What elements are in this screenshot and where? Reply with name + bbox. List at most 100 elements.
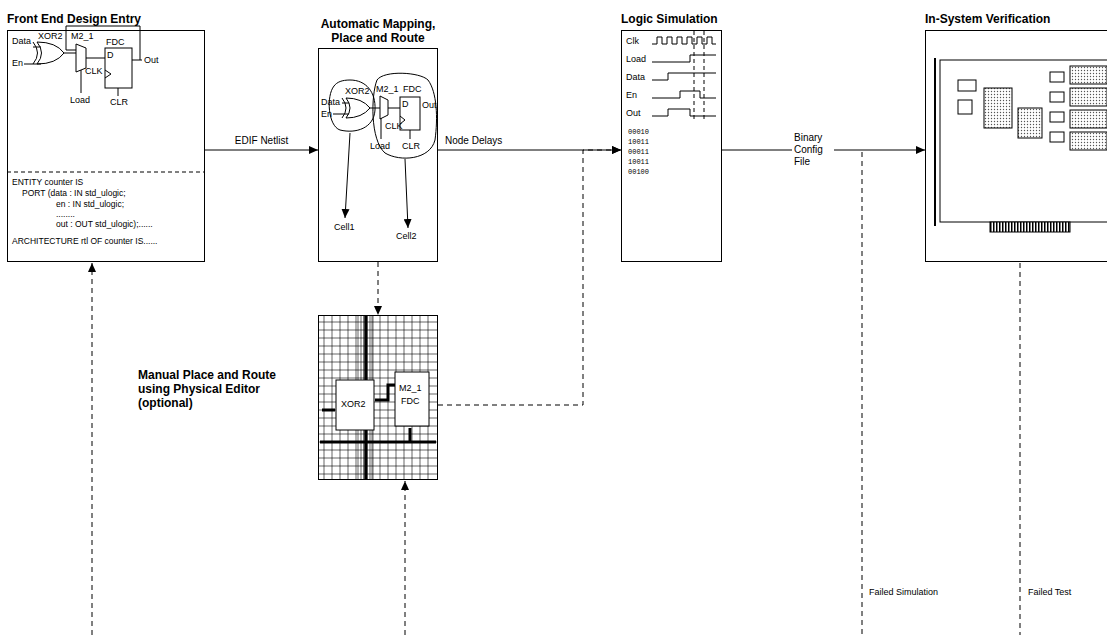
- circuit-board: [990, 222, 1070, 232]
- mapped-schematic: [342, 98, 346, 118]
- circuit-board: [1070, 132, 1107, 150]
- front-schematic: [37, 42, 64, 64]
- front-schematic: [7, 172, 205, 173]
- cell-name: M2_1: [376, 84, 399, 95]
- stage-heading: Automatic Mapping, Place and Route: [308, 17, 448, 45]
- block-name: M2_1: [399, 383, 422, 394]
- circuit-board: [984, 88, 1012, 128]
- front-schematic: [81, 70, 82, 93]
- test-vector: 00100: [628, 168, 649, 176]
- pin-name: CLK: [385, 121, 403, 132]
- mapped-schematic: [345, 133, 350, 218]
- pin-name: D: [402, 99, 409, 110]
- signal-name: Data: [12, 36, 31, 47]
- signal-name: Out: [144, 55, 159, 66]
- routed-nets: [375, 385, 395, 400]
- mapped-schematic: [381, 118, 382, 139]
- waveforms: [652, 37, 716, 44]
- routing-grid: [319, 442, 437, 443]
- front-schematic: [105, 70, 111, 78]
- front-schematic: [7, 26, 205, 172]
- process-box: In-System Verification: [925, 30, 1107, 262]
- mapped-schematic: [388, 108, 400, 109]
- mapped-schematic: [329, 73, 436, 228]
- routing-grid: [319, 434, 437, 435]
- code-line: PORT (data : IN std_ulogic;: [22, 188, 126, 198]
- flow-arrow: [205, 150, 318, 151]
- circuit-board: [1070, 66, 1107, 84]
- code-line: ENTITY counter IS: [12, 177, 83, 187]
- routing-grid: [324, 316, 325, 479]
- process-box: Logic Simulation: [621, 30, 722, 262]
- signal-name: Load: [626, 54, 646, 65]
- test-vector: 10011: [628, 158, 649, 166]
- routing-grid: [319, 338, 437, 339]
- cell-label: Cell1: [334, 222, 355, 233]
- circuit-board: [1050, 112, 1064, 122]
- feedback-label: Failed Simulation: [869, 587, 938, 598]
- signal-name: Clk: [626, 36, 639, 47]
- routing-grid: [319, 458, 437, 459]
- gate-name: XOR2: [38, 31, 63, 42]
- front-schematic: [66, 26, 140, 60]
- circuit-board: [1050, 92, 1064, 102]
- feedback-lines: [92, 152, 1020, 635]
- feedback-lines: [1020, 263, 1021, 635]
- circuit-board: [940, 60, 1107, 222]
- circuit-board: [1070, 110, 1107, 128]
- logic-blocks: [395, 372, 429, 426]
- block-name: XOR2: [341, 399, 366, 410]
- gate-name: XOR2: [345, 86, 370, 97]
- routing-grid: [332, 316, 333, 479]
- circuit-board: [934, 58, 936, 226]
- test-vector: 00011: [628, 148, 649, 156]
- front-schematic: [86, 58, 105, 59]
- routing-grid: [319, 370, 437, 371]
- circuit-board: [958, 80, 976, 91]
- circuit-board: [1018, 108, 1042, 138]
- signal-name: En: [626, 90, 637, 101]
- signal-name: En: [321, 109, 332, 120]
- pin-name: D: [107, 50, 114, 61]
- stage-heading: In-System Verification: [925, 12, 1050, 26]
- routing-grid: [319, 450, 437, 451]
- stage-heading: Front End Design Entry: [7, 12, 141, 26]
- circuit-board: [1050, 72, 1064, 82]
- signal-name: Load: [70, 95, 90, 106]
- edge-label: EDIF Netlist: [233, 135, 290, 147]
- stage-heading: Manual Place and Route using Physical Ed…: [138, 368, 303, 410]
- pin-name: CLR: [110, 97, 128, 108]
- cell-name: FDC: [403, 84, 422, 95]
- logic-blocks: [336, 372, 429, 430]
- routed-nets: [322, 409, 335, 412]
- routing-grid: [319, 354, 437, 355]
- front-schematic: [76, 44, 86, 72]
- code-line: ARCHITECTURE rtl OF counter IS......: [12, 236, 157, 246]
- circuit-board: [1070, 88, 1107, 106]
- feedback-label: Failed Test: [1028, 587, 1071, 598]
- code-line: ........: [56, 209, 75, 219]
- front-schematic: [64, 53, 76, 54]
- routing-grid: [319, 330, 437, 331]
- front-schematic: [33, 42, 38, 64]
- process-box: Manual Place and Route using Physical Ed…: [318, 315, 438, 480]
- code-line: out : OUT std_ulogic);......: [56, 219, 153, 229]
- routing-grid: [319, 466, 437, 467]
- test-vector: 10011: [628, 138, 649, 146]
- signal-name: Load: [370, 141, 390, 152]
- waveforms: [652, 31, 716, 122]
- circuit-board: [1050, 132, 1064, 142]
- mapped-schematic: [410, 130, 411, 139]
- mapped-schematic: [333, 114, 349, 115]
- stage-heading: Logic Simulation: [621, 12, 718, 26]
- routed-nets: [320, 316, 436, 479]
- routing-grid: [319, 474, 437, 475]
- routing-grid: [319, 362, 437, 363]
- cell-name: FDC: [106, 37, 125, 48]
- mapped-schematic: [405, 159, 408, 228]
- waveforms: [652, 73, 716, 80]
- dashed-arrow: [438, 150, 621, 405]
- cell-label: Cell2: [396, 231, 417, 242]
- waveforms: [652, 109, 716, 116]
